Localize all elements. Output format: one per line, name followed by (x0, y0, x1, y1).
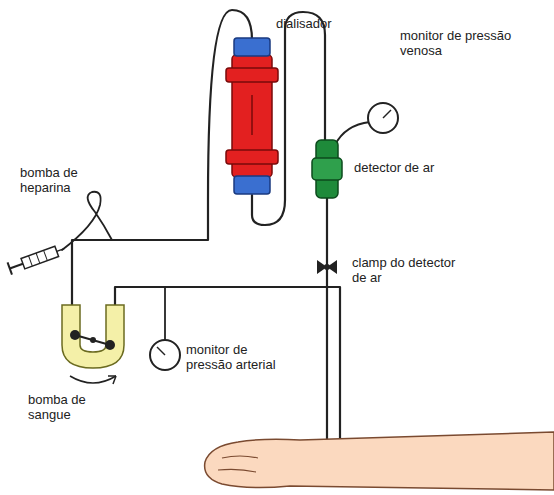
part-label: bomba de sangue (28, 392, 108, 422)
gauge-tube (335, 122, 370, 145)
dialyzer-port (226, 150, 278, 164)
dialyzer-port (226, 68, 278, 82)
pump-rotor (75, 335, 110, 345)
part-label: clamp do detector de ar (352, 255, 472, 285)
finger-lines (218, 456, 258, 472)
part-label: bomba de heparina (20, 165, 100, 195)
rotation-arrow (70, 376, 116, 383)
dialyzer-cap (234, 176, 270, 194)
arterial-tube (115, 287, 340, 455)
part-label: dialisador (276, 16, 366, 31)
gauge-stem (164, 287, 166, 340)
pump-roller (70, 330, 80, 340)
flow-mark (251, 95, 253, 135)
return-tube (326, 196, 328, 460)
blood-pump (62, 305, 124, 368)
heparin-tube (62, 192, 112, 250)
tube-to-dialyzer (72, 10, 252, 305)
clamp-symbol (317, 260, 337, 274)
clamp-pivot (324, 264, 330, 270)
patient-arm (205, 432, 554, 490)
part-label: monitor de pressão venosa (400, 28, 520, 58)
part-label: detector de ar (354, 160, 464, 175)
pump-hub (90, 337, 96, 343)
pump-roller (105, 340, 115, 350)
air-detector-ring (312, 158, 342, 180)
rotation-arrowhead (108, 376, 116, 384)
gauge-needle (157, 347, 165, 355)
part-label: monitor de pressão arterial (186, 342, 296, 372)
arterial-gauge (150, 340, 180, 370)
heparin-syringe (8, 243, 67, 275)
venous-gauge (368, 103, 398, 133)
gauge-needle (383, 110, 391, 118)
dialyzer-cap (234, 38, 270, 56)
